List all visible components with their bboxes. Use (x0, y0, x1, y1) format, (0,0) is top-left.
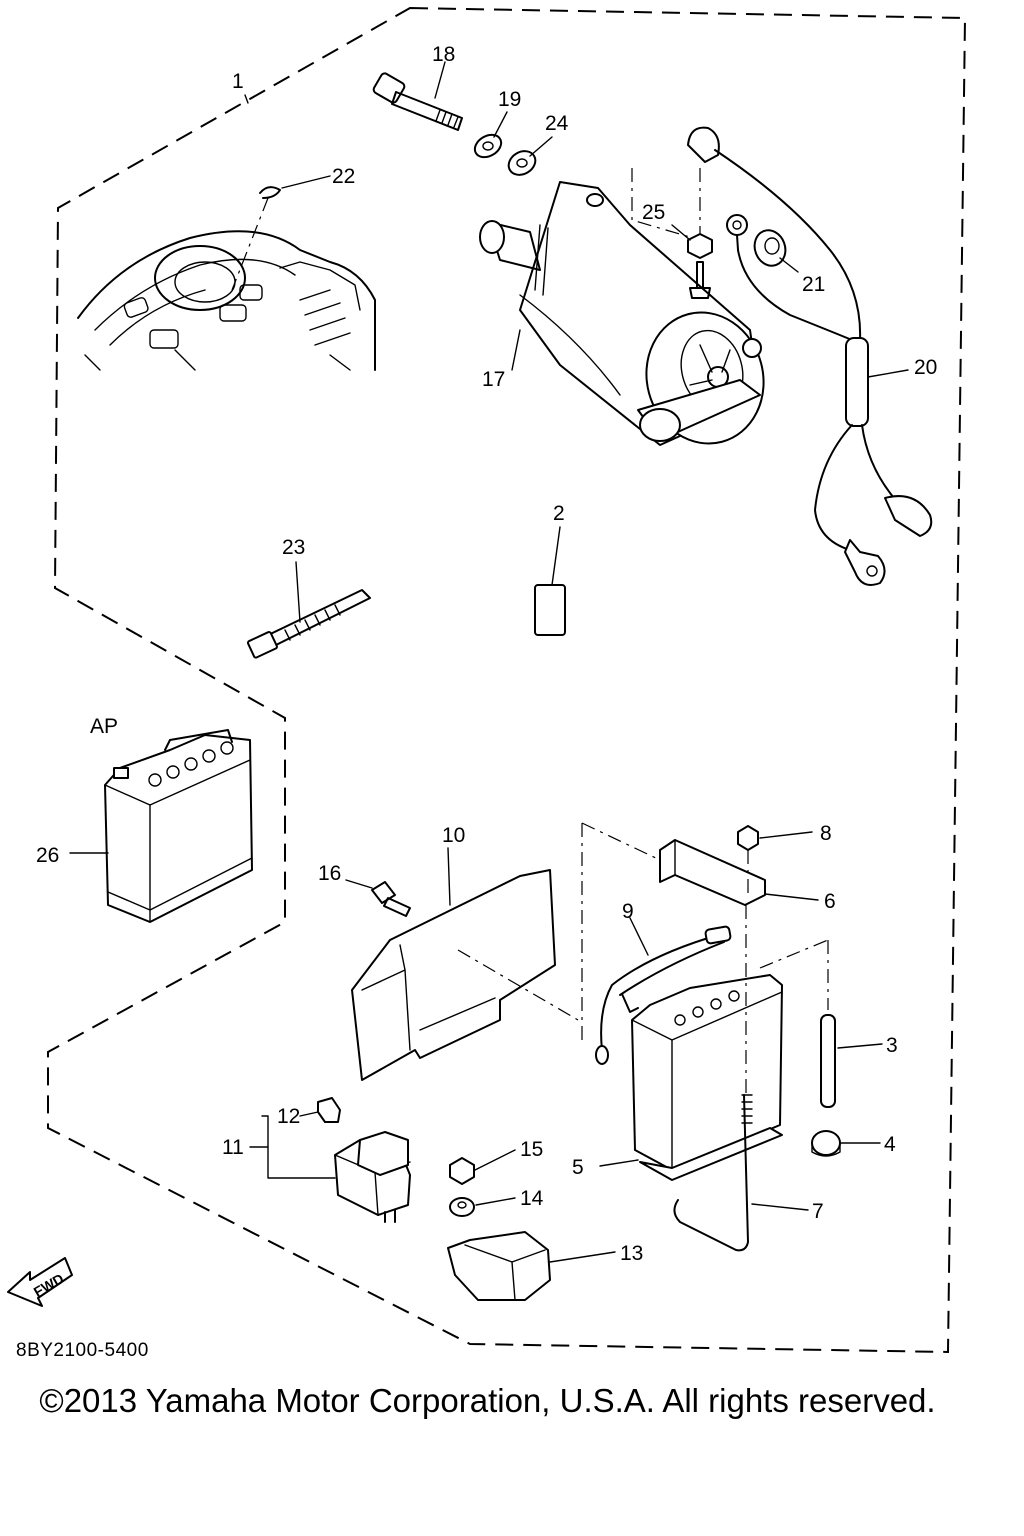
copyright-notice: ©2013 Yamaha Motor Corporation, U.S.A. A… (39, 1382, 936, 1419)
callout-20: 20 (914, 356, 937, 379)
part-18-bolt (372, 72, 463, 131)
callout-14: 14 (520, 1187, 544, 1210)
diagram-code: 8BY2100-5400 (16, 1340, 149, 1361)
part-7-hook (673, 905, 753, 1252)
fwd-arrow-icon: FWD (7, 1257, 73, 1307)
callout-24: 24 (545, 112, 569, 135)
callout-26: 26 (36, 844, 59, 867)
callout-7: 7 (812, 1200, 824, 1223)
part-6-bracket (581, 822, 766, 1040)
ap-label: AP (90, 715, 118, 738)
part-13-unit (447, 1231, 551, 1301)
part-21-cap (753, 229, 787, 267)
part-14-nut (449, 1197, 475, 1217)
part-4-grommet (811, 1130, 841, 1157)
part-23-cable-tie (246, 589, 371, 659)
callout-25: 25 (642, 201, 665, 224)
callout-4: 4 (884, 1133, 896, 1156)
callout-22: 22 (332, 165, 355, 188)
part-10-cover (351, 869, 579, 1081)
callout-19: 19 (498, 88, 521, 111)
leader-phantom-25 (631, 168, 701, 241)
part-11-relay (334, 1131, 411, 1223)
part-17-starter-motor (479, 181, 765, 446)
callout-1: 1 (232, 70, 244, 93)
part-25-nut (687, 233, 713, 259)
part-8-nut (737, 825, 759, 851)
leader-lines (69, 61, 909, 1263)
callout-15: 15 (520, 1138, 543, 1161)
callout-3: 3 (886, 1034, 898, 1057)
callout-23: 23 (282, 536, 305, 559)
part-2-pad (534, 584, 566, 636)
part-3-rod (820, 1014, 836, 1108)
part-24-washer (507, 150, 537, 176)
callout-13: 13 (620, 1242, 643, 1265)
callout-12: 12 (277, 1105, 300, 1128)
callout-21: 21 (802, 273, 825, 296)
callout-5: 5 (572, 1156, 584, 1179)
callout-2: 2 (553, 502, 565, 525)
callout-18: 18 (432, 43, 455, 66)
callout-9: 9 (622, 900, 634, 923)
callout-11: 11 (222, 1136, 244, 1159)
part-9-lead-wire (595, 925, 732, 1065)
kit-boundary (47, 6, 967, 1354)
part-5-battery-tray (631, 939, 829, 1181)
callout-6: 6 (824, 890, 836, 913)
part-22-clip (259, 186, 281, 199)
engine-outline (77, 197, 376, 371)
callout-10: 10 (442, 824, 465, 847)
callout-16: 16 (318, 862, 341, 885)
part-20-battery-lead (687, 126, 933, 586)
part-15-nut (449, 1157, 475, 1185)
part-19-lock-washer (473, 133, 503, 159)
callout-8: 8 (820, 822, 832, 845)
callout-17: 17 (482, 368, 505, 391)
part-12-clip (317, 1097, 341, 1123)
part-26-battery-ap (104, 729, 253, 923)
callout-labels: 1 2 3 4 5 6 7 8 9 10 11 12 13 14 15 16 1… (36, 43, 937, 1265)
part-16-bolt (371, 881, 411, 917)
